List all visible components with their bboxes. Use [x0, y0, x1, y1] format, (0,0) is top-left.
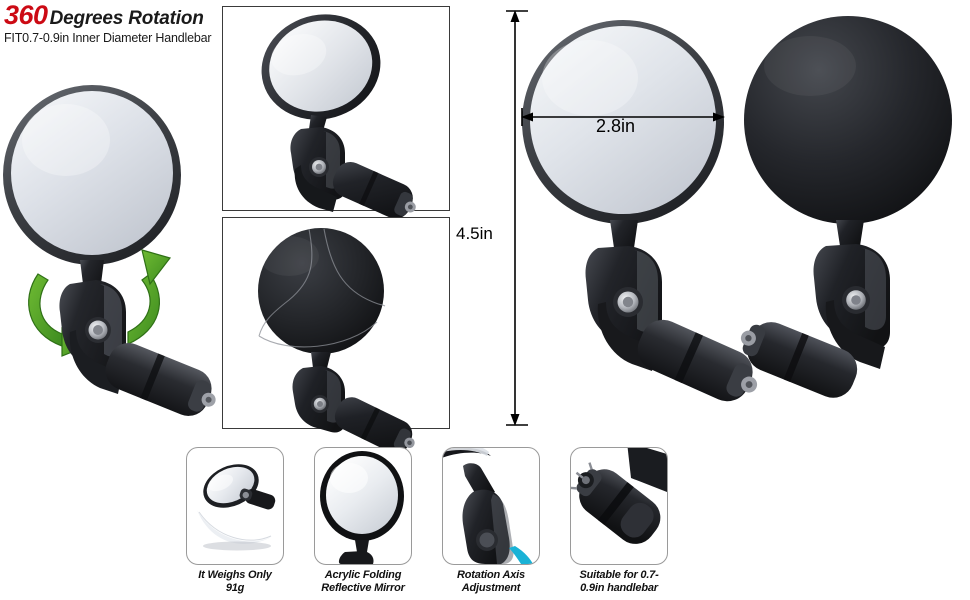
feature-card-mirror[interactable] [314, 447, 412, 565]
feature-caption-rotation-line1: Rotation Axis [457, 569, 525, 581]
feature-caption-weight-line1: It Weighs Only [198, 569, 272, 581]
feather-mirror-icon [197, 464, 276, 551]
height-dimension-line [506, 10, 528, 426]
feature-caption-handlebar-line1: Suitable for 0.7- [579, 569, 659, 581]
feature-caption-handlebar-line2: 0.9in handlebar [580, 581, 658, 594]
main-mirror-front-illustration [3, 85, 216, 416]
mirror-rear-illustration [258, 228, 415, 454]
headline-subtitle: FIT0.7-0.9in Inner Diameter Handlebar [4, 31, 212, 45]
height-dimension-label: 4.5in [456, 224, 493, 243]
feature-caption-weight-line2: 91g [225, 581, 245, 594]
round-mirror-icon [320, 451, 404, 564]
feature-cards-row: It Weighs Only 91g Acryl [186, 447, 766, 597]
inset-panel-front-angled [222, 6, 450, 219]
feature-caption-handlebar: Suitable for 0.7- 0.9in handlebar [558, 569, 680, 594]
feature-caption-rotation: Rotation Axis Adjustment [430, 569, 552, 594]
width-dimension-line [521, 108, 725, 126]
feature-caption-rotation-line2: Adjustment [461, 581, 521, 594]
feature-caption-mirror: Acrylic Folding Reflective Mirror [302, 569, 424, 594]
hinge-joint-icon [443, 448, 533, 564]
feature-card-rotation[interactable] [442, 447, 540, 565]
width-dimension-label: 2.8in [596, 116, 636, 136]
right-mirror-rear-illustration [740, 16, 952, 398]
headline-suffix: Degrees Rotation [49, 8, 204, 29]
bar-end-plug-icon [571, 448, 667, 544]
inset-panel-rear [222, 217, 450, 454]
feature-caption-mirror-line1: Acrylic Folding [324, 569, 402, 581]
feature-caption-weight: It Weighs Only 91g [174, 569, 296, 594]
headline-number: 360 [4, 0, 48, 30]
mirror-front-angled-illustration [261, 14, 416, 219]
feature-card-weight[interactable] [186, 447, 284, 565]
feature-caption-mirror-line2: Reflective Mirror [321, 581, 405, 594]
feature-card-handlebar[interactable] [570, 447, 668, 565]
center-mirror-illustration [522, 20, 758, 402]
